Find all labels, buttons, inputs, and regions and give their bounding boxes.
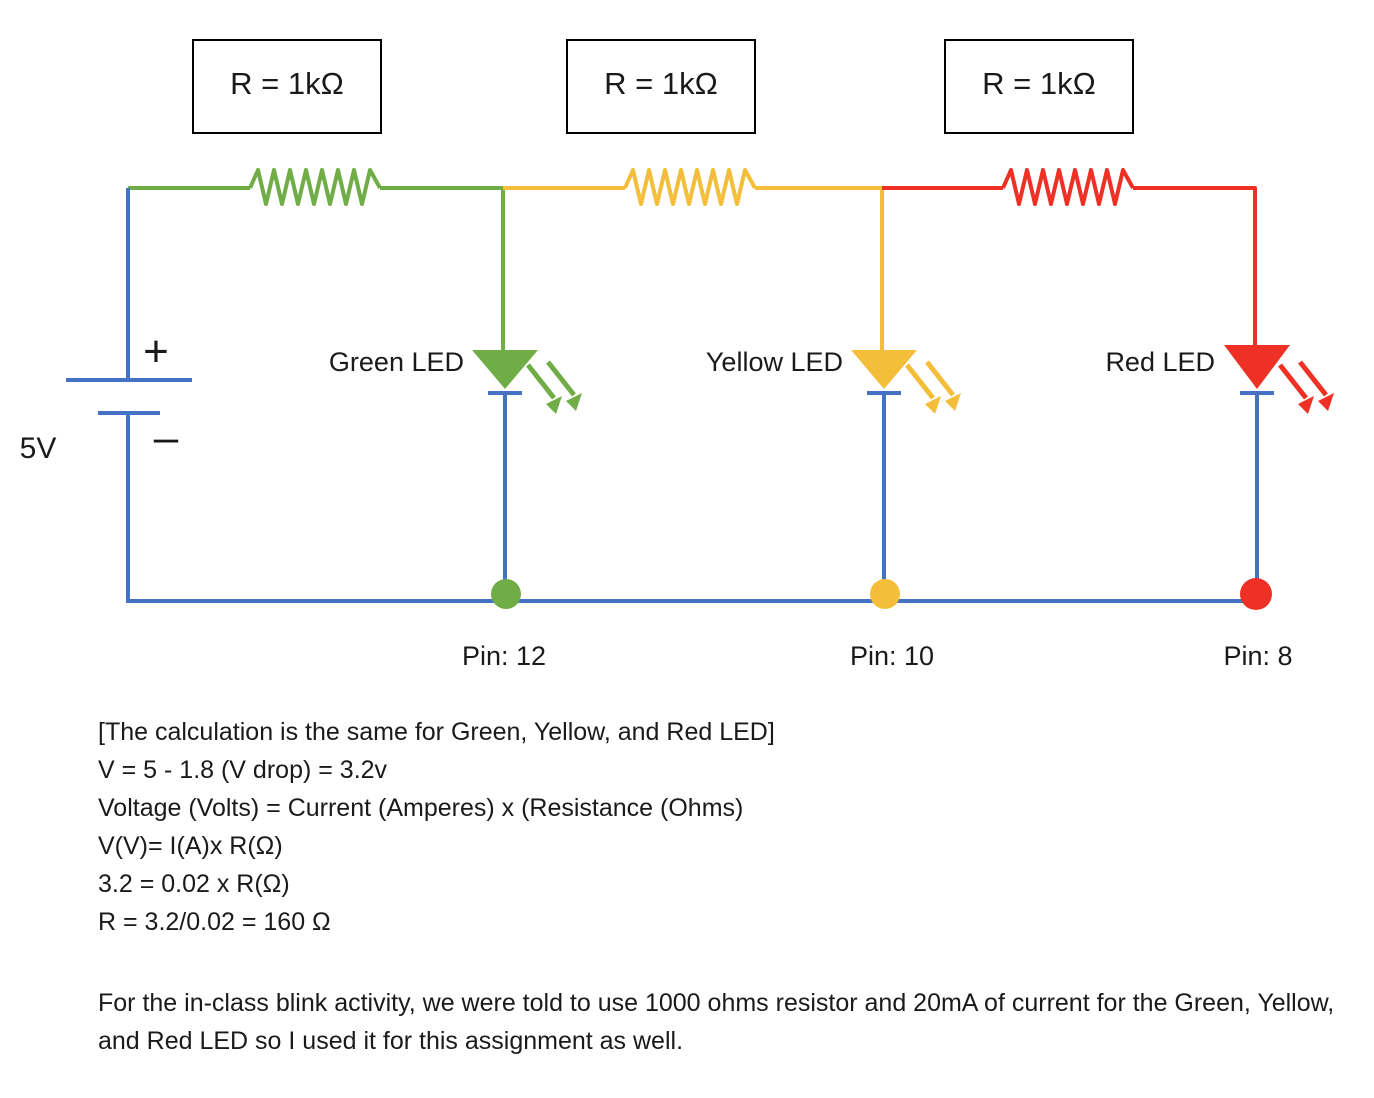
pin-8-node bbox=[1240, 578, 1272, 610]
yellow-led-icon bbox=[851, 350, 961, 414]
resistor-label-box-1: R = 1kΩ bbox=[192, 39, 382, 134]
pin-12-node bbox=[491, 579, 521, 609]
activity-note: For the in-class blink activity, we were… bbox=[98, 989, 1335, 1055]
calculation-line: [The calculation is the same for Green, … bbox=[98, 718, 775, 746]
red-branch-wire bbox=[882, 168, 1257, 350]
resistor-label-box-2: R = 1kΩ bbox=[566, 39, 756, 134]
resistor-1-label: R = 1kΩ bbox=[230, 66, 344, 101]
supply-voltage-label: 5V bbox=[20, 432, 57, 465]
green-led-icon bbox=[472, 350, 582, 414]
resistor-3-label: R = 1kΩ bbox=[982, 66, 1096, 101]
resistor-2-zigzag bbox=[623, 168, 757, 206]
pin-8-label: Pin: 8 bbox=[1223, 641, 1292, 671]
pin-12-label: Pin: 12 bbox=[462, 641, 546, 671]
circuit-diagram: R = 1kΩ R = 1kΩ R = 1kΩ bbox=[20, 39, 1334, 671]
calculation-notes: [The calculation is the same for Green, … bbox=[98, 713, 775, 941]
green-led-label: Green LED bbox=[329, 347, 464, 377]
yellow-branch-wire bbox=[503, 168, 884, 350]
calculation-line: 3.2 = 0.02 x R(Ω) bbox=[98, 870, 290, 898]
plus-sign: + bbox=[143, 327, 169, 376]
resistor-3-zigzag bbox=[1001, 168, 1135, 206]
minus-sign: – bbox=[154, 413, 179, 462]
battery-symbol bbox=[66, 378, 192, 415]
ground-wire bbox=[126, 188, 1274, 603]
resistor-2-label: R = 1kΩ bbox=[604, 66, 718, 101]
resistor-label-box-3: R = 1kΩ bbox=[944, 39, 1134, 134]
calculation-line: R = 3.2/0.02 = 160 Ω bbox=[98, 908, 331, 936]
pin-10-node bbox=[870, 579, 900, 609]
green-branch-wire bbox=[128, 168, 505, 350]
calculation-line: V(V)= I(A)x R(Ω) bbox=[98, 832, 283, 860]
pin-10-label: Pin: 10 bbox=[850, 641, 934, 671]
red-led-label: Red LED bbox=[1105, 347, 1215, 377]
red-led-icon bbox=[1224, 345, 1334, 414]
yellow-led-label: Yellow LED bbox=[706, 347, 843, 377]
resistor-1-zigzag bbox=[248, 168, 382, 206]
calculation-line: Voltage (Volts) = Current (Amperes) x (R… bbox=[98, 794, 744, 822]
calculation-line: V = 5 - 1.8 (V drop) = 3.2v bbox=[98, 756, 388, 784]
